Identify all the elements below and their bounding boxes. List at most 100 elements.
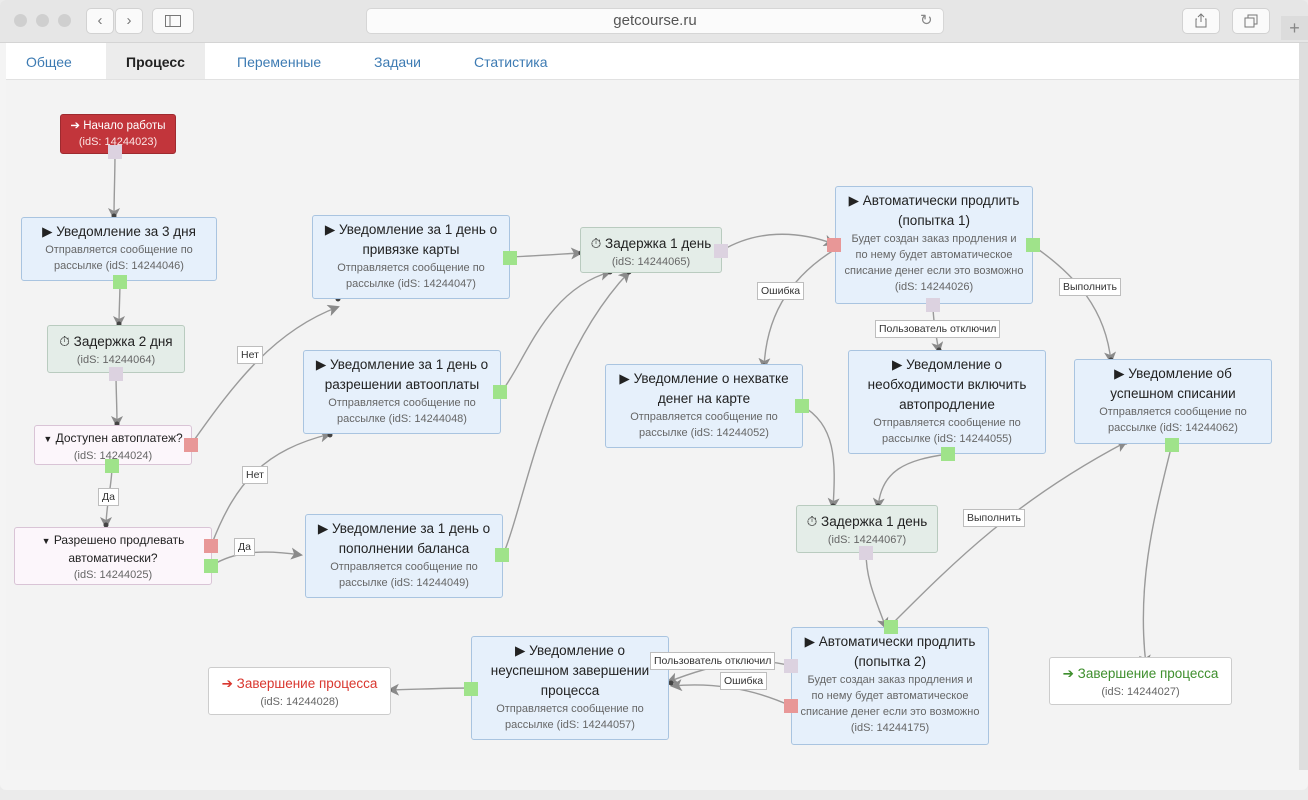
scrollbar[interactable]: [1299, 43, 1308, 770]
close-window-button[interactable]: [14, 14, 27, 27]
fail-port[interactable]: [827, 238, 841, 252]
node-id: (idS: 14244065): [611, 256, 691, 268]
edge-renew2-success: [890, 441, 1128, 626]
node-title: Уведомление о неуспешном завершении проц…: [490, 643, 650, 698]
tab-statistics[interactable]: Статистика: [474, 54, 548, 70]
success-port[interactable]: [1026, 238, 1040, 252]
enter-icon: ➔: [70, 120, 81, 132]
node-title: Доступен автоплатеж?: [55, 431, 183, 445]
tab-tasks[interactable]: Задачи: [374, 54, 422, 70]
node-description: Будет создан заказ продления и по нему б…: [844, 233, 1024, 293]
edge-nofunds-delay1b: [800, 404, 840, 510]
node-condition-renew[interactable]: ▼ Разрешено продлевать автоматически? (i…: [14, 527, 212, 585]
process-canvas[interactable]: ➔ Начало работы (idS: 14244023) ▶ Уведом…: [6, 80, 1299, 770]
node-title: Уведомление об успешном списании: [1110, 366, 1236, 401]
node-condition-autopay[interactable]: ▼ Доступен автоплатеж? (idS: 14244024): [34, 425, 192, 465]
forward-button[interactable]: ›: [115, 8, 143, 34]
fail-port[interactable]: [184, 438, 198, 452]
success-port[interactable]: [795, 399, 809, 413]
node-end-success[interactable]: ➔ Завершение процесса (idS: 14244027): [1049, 657, 1232, 705]
tab-variables[interactable]: Переменные: [237, 54, 322, 70]
success-port[interactable]: [105, 459, 119, 473]
edge-label-yes: Да: [234, 538, 255, 556]
share-button[interactable]: [1182, 8, 1220, 34]
node-renew-attempt-1[interactable]: ▶ Автоматически продлить (попытка 1) Буд…: [835, 186, 1033, 304]
node-notify-fail[interactable]: ▶ Уведомление о неуспешном завершении пр…: [471, 636, 669, 740]
play-icon: ▶: [891, 357, 903, 372]
tabs-overview-button[interactable]: [1232, 8, 1270, 34]
play-icon: ▶: [324, 222, 336, 237]
sidebar-toggle-button[interactable]: [152, 8, 194, 34]
node-end-fail[interactable]: ➔ Завершение процесса (idS: 14244028): [208, 667, 391, 715]
edge-fail-end-fail: [387, 683, 471, 696]
success-port[interactable]: [113, 275, 127, 289]
node-renew-attempt-2[interactable]: ▶ Автоматически продлить (попытка 2) Буд…: [791, 627, 989, 745]
process-tabs: Общее Процесс Переменные Задачи Статисти…: [6, 43, 1299, 80]
edge-renew1-success: [1031, 244, 1117, 364]
node-description: Будет создан заказ продления и по нему б…: [800, 674, 980, 734]
edge-label-done: Выполнить: [963, 509, 1025, 527]
fail-port[interactable]: [204, 539, 218, 553]
exit-icon: ➔: [221, 676, 233, 691]
address-bar[interactable]: getcourse.ru: [366, 8, 944, 34]
tab-general[interactable]: Общее: [26, 54, 72, 70]
zoom-window-button[interactable]: [58, 14, 71, 27]
success-port[interactable]: [464, 682, 478, 696]
edge-delay1a-renew1: [720, 233, 836, 252]
node-notify-success[interactable]: ▶ Уведомление об успешном списании Отпра…: [1074, 359, 1272, 444]
node-notify-autopay[interactable]: ▶ Уведомление за 1 день о разрешении авт…: [303, 350, 501, 434]
edge-cond-renew-yes: [210, 547, 303, 567]
node-id: (idS: 14244067): [827, 534, 907, 546]
filter-icon: ▼: [43, 434, 53, 444]
edge-label-no: Нет: [237, 346, 263, 364]
edge-label-error: Ошибка: [757, 282, 805, 300]
edge-label-user-off: Пользователь отключил: [875, 320, 1001, 338]
success-port[interactable]: [884, 620, 898, 634]
node-title: Уведомление о нехватке денег на карте: [633, 371, 789, 406]
success-port[interactable]: [941, 447, 955, 461]
node-title: Автоматически продлить (попытка 1): [862, 193, 1020, 228]
user-off-port[interactable]: [784, 659, 798, 673]
output-port[interactable]: [714, 244, 728, 258]
node-delay-2-days[interactable]: ⏱ Задержка 2 дня (idS: 14244064): [47, 325, 185, 373]
edge-label-yes: Да: [98, 488, 119, 506]
tabs-icon: [1244, 14, 1258, 28]
node-delay-1-day-b[interactable]: ⏱ Задержка 1 день (idS: 14244067): [796, 505, 938, 553]
node-title: Задержка 2 дня: [73, 334, 173, 349]
reload-icon[interactable]: ↻: [920, 12, 933, 29]
back-button[interactable]: ‹: [86, 8, 114, 34]
tab-process[interactable]: Процесс: [106, 43, 205, 79]
node-description: Отправляется сообщение по рассылке (idS:…: [630, 411, 778, 439]
success-port[interactable]: [204, 559, 218, 573]
clock-icon: ⏱: [59, 334, 70, 349]
minimize-window-button[interactable]: [36, 14, 49, 27]
node-title: Начало работы: [83, 120, 166, 132]
output-port[interactable]: [108, 145, 122, 159]
node-id: (idS: 14244023): [78, 136, 158, 148]
success-port[interactable]: [493, 385, 507, 399]
chevron-left-icon: ‹: [97, 12, 103, 29]
play-icon: ▶: [804, 634, 815, 649]
node-notify-enable[interactable]: ▶ Уведомление о необходимости включить а…: [848, 350, 1046, 454]
output-port[interactable]: [859, 546, 873, 560]
plus-icon: +: [1289, 18, 1300, 38]
play-icon: ▶: [619, 371, 630, 386]
fail-port[interactable]: [784, 699, 798, 713]
node-notify-3-days[interactable]: ▶ Уведомление за 3 дня Отправляется сооб…: [21, 217, 217, 281]
new-tab-button[interactable]: +: [1281, 16, 1308, 40]
node-description: Отправляется сообщение по рассылке (idS:…: [1099, 406, 1247, 434]
success-port[interactable]: [495, 548, 509, 562]
node-title: Задержка 1 день: [605, 236, 712, 251]
node-notify-card[interactable]: ▶ Уведомление за 1 день о привязке карты…: [312, 215, 510, 299]
user-off-port[interactable]: [926, 298, 940, 312]
node-id: (idS: 14244024): [73, 450, 153, 462]
success-port[interactable]: [503, 251, 517, 265]
output-port[interactable]: [109, 367, 123, 381]
success-port[interactable]: [1165, 438, 1179, 452]
node-notify-balance[interactable]: ▶ Уведомление за 1 день о пополнении бал…: [305, 514, 503, 598]
edge-autopay-delay1a: [501, 268, 612, 392]
node-delay-1-day-a[interactable]: ⏱ Задержка 1 день (idS: 14244065): [580, 227, 722, 273]
node-notify-no-funds[interactable]: ▶ Уведомление о нехватке денег на карте …: [605, 364, 803, 448]
node-title: Задержка 1 день: [821, 514, 928, 529]
